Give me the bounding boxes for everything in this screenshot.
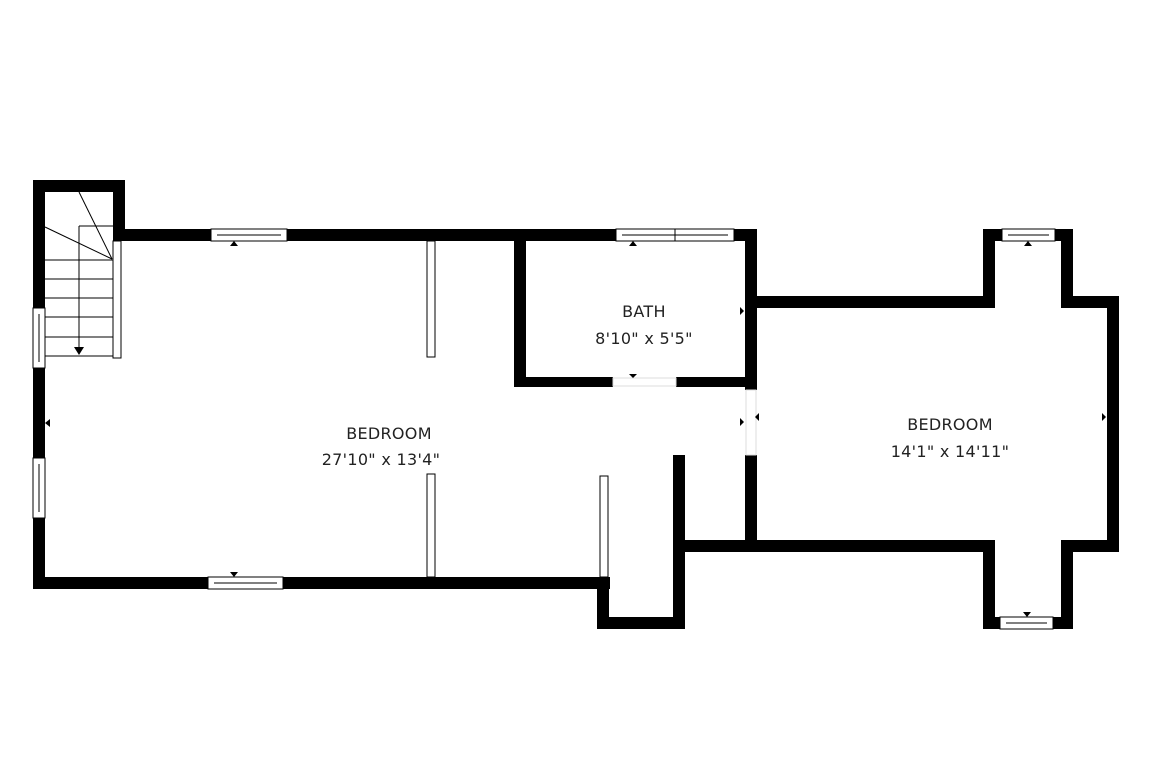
windows bbox=[32, 228, 1056, 630]
room-dimensions-bedroom-1: 27'10" x 13'4" bbox=[322, 450, 441, 469]
staircase bbox=[44, 191, 113, 357]
stair-arrow-icon bbox=[74, 347, 84, 355]
room-dimensions-bath: 8'10" x 5'5" bbox=[595, 329, 693, 348]
walls bbox=[33, 180, 1119, 629]
room-name-bedroom-1: BEDROOM bbox=[346, 424, 432, 443]
room-name-bath: BATH bbox=[622, 302, 666, 321]
room-name-bedroom-2: BEDROOM bbox=[907, 415, 993, 434]
partitions bbox=[112, 240, 609, 578]
room-dimensions-bedroom-2: 14'1" x 14'11" bbox=[891, 442, 1010, 461]
markers bbox=[45, 241, 1106, 617]
room-labels: BEDROOM 27'10" x 13'4" BATH 8'10" x 5'5"… bbox=[322, 302, 1010, 469]
